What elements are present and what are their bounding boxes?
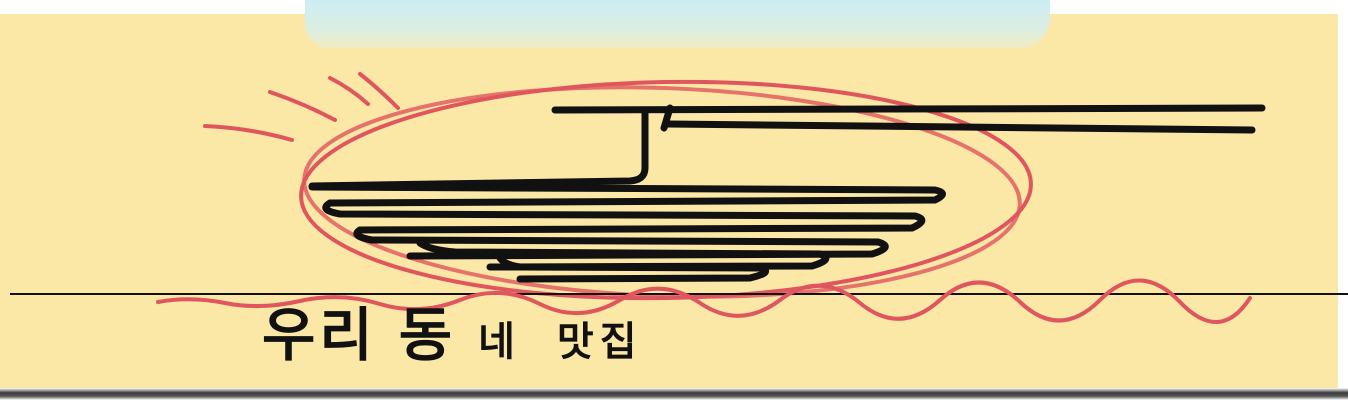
chopsticks-icon <box>308 104 1266 190</box>
bottom-edge <box>0 388 1348 400</box>
logo-title-part3: 네 <box>478 319 521 365</box>
sun-rays-icon <box>203 72 400 142</box>
cloud-decoration <box>305 0 1050 48</box>
noodle-bowl-icon <box>308 183 946 283</box>
logo-title: 우리 동 네 맛집 <box>262 306 1102 380</box>
logo-title-part4: 맛집 <box>556 319 643 365</box>
logo-title-part1: 우리 <box>262 301 377 369</box>
circle-outline <box>299 79 1033 301</box>
wavy-decoration <box>156 278 1252 324</box>
logo-title-part2: 동 <box>398 301 457 369</box>
